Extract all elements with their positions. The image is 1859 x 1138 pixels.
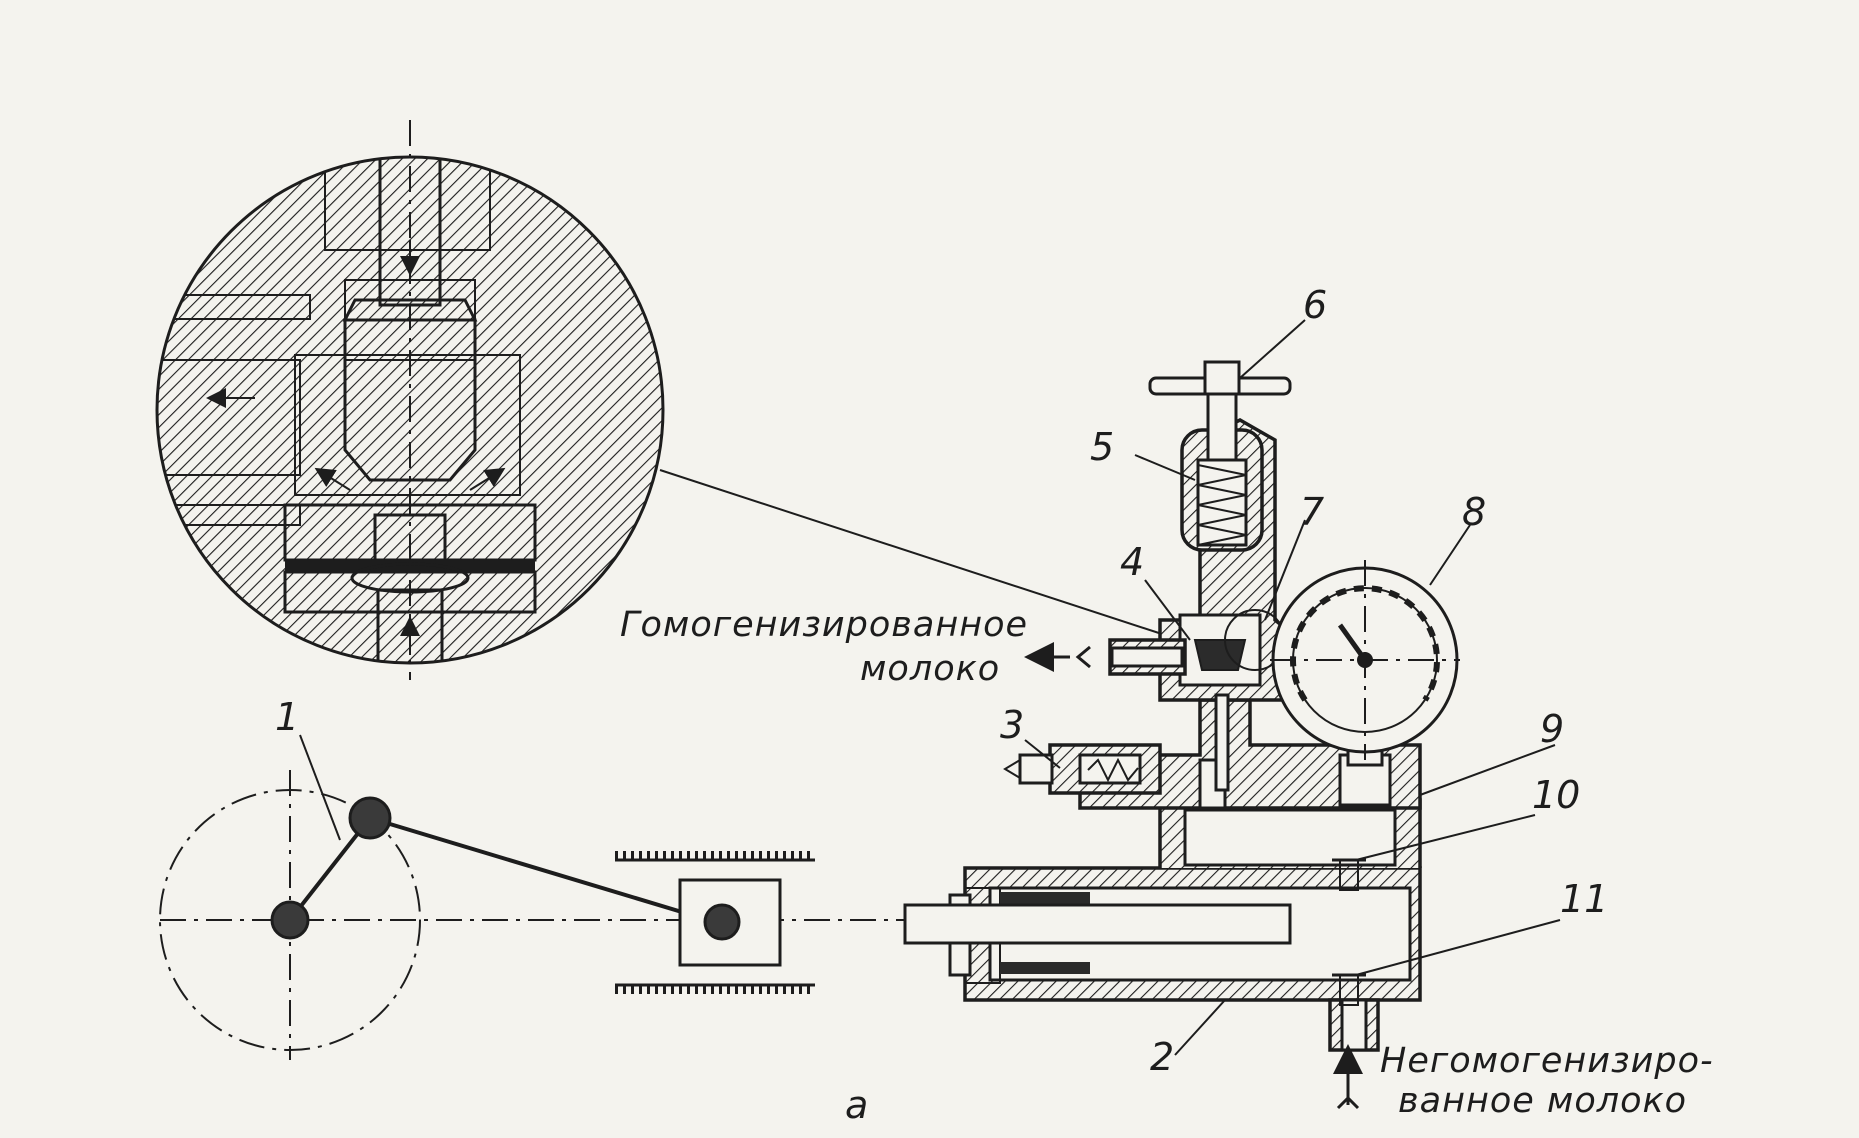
label-4: 4 [1120, 540, 1144, 584]
pressure-gauge [1270, 560, 1460, 807]
label-3: 3 [1000, 703, 1024, 747]
crank-mechanism [159, 770, 1420, 1060]
pressure-spring [1197, 464, 1247, 546]
outlet-caption-line2: молоко [860, 649, 1000, 689]
figure-letter: а [845, 1083, 868, 1127]
label-2: 2 [1150, 1035, 1174, 1079]
inlet-caption-line2: ванное молоко [1398, 1081, 1687, 1121]
head-block [1003, 360, 1422, 810]
valve-detail-zoom [155, 120, 665, 680]
label-11: 11 [1560, 877, 1608, 921]
label-6: 6 [1303, 283, 1327, 327]
label-5: 5 [1090, 425, 1114, 469]
label-9: 9 [1540, 707, 1564, 751]
inlet-caption-line1: Негомогенизиро- [1380, 1041, 1714, 1081]
leader-lines [299, 319, 1561, 1056]
outlet-caption-line1: Гомогенизированное [620, 605, 1028, 645]
valve-plug [1193, 639, 1247, 671]
crank-shaft-pin [270, 900, 310, 940]
crank-pin [348, 796, 392, 840]
label-8: 8 [1462, 490, 1486, 534]
plunger [903, 903, 1292, 945]
label-7: 7 [1300, 490, 1324, 534]
pump-block [903, 798, 1422, 1052]
label-1: 1 [275, 695, 299, 739]
label-10: 10 [1532, 773, 1580, 817]
zoom-leader-line [659, 469, 1166, 636]
crosshead-pin [703, 903, 741, 941]
